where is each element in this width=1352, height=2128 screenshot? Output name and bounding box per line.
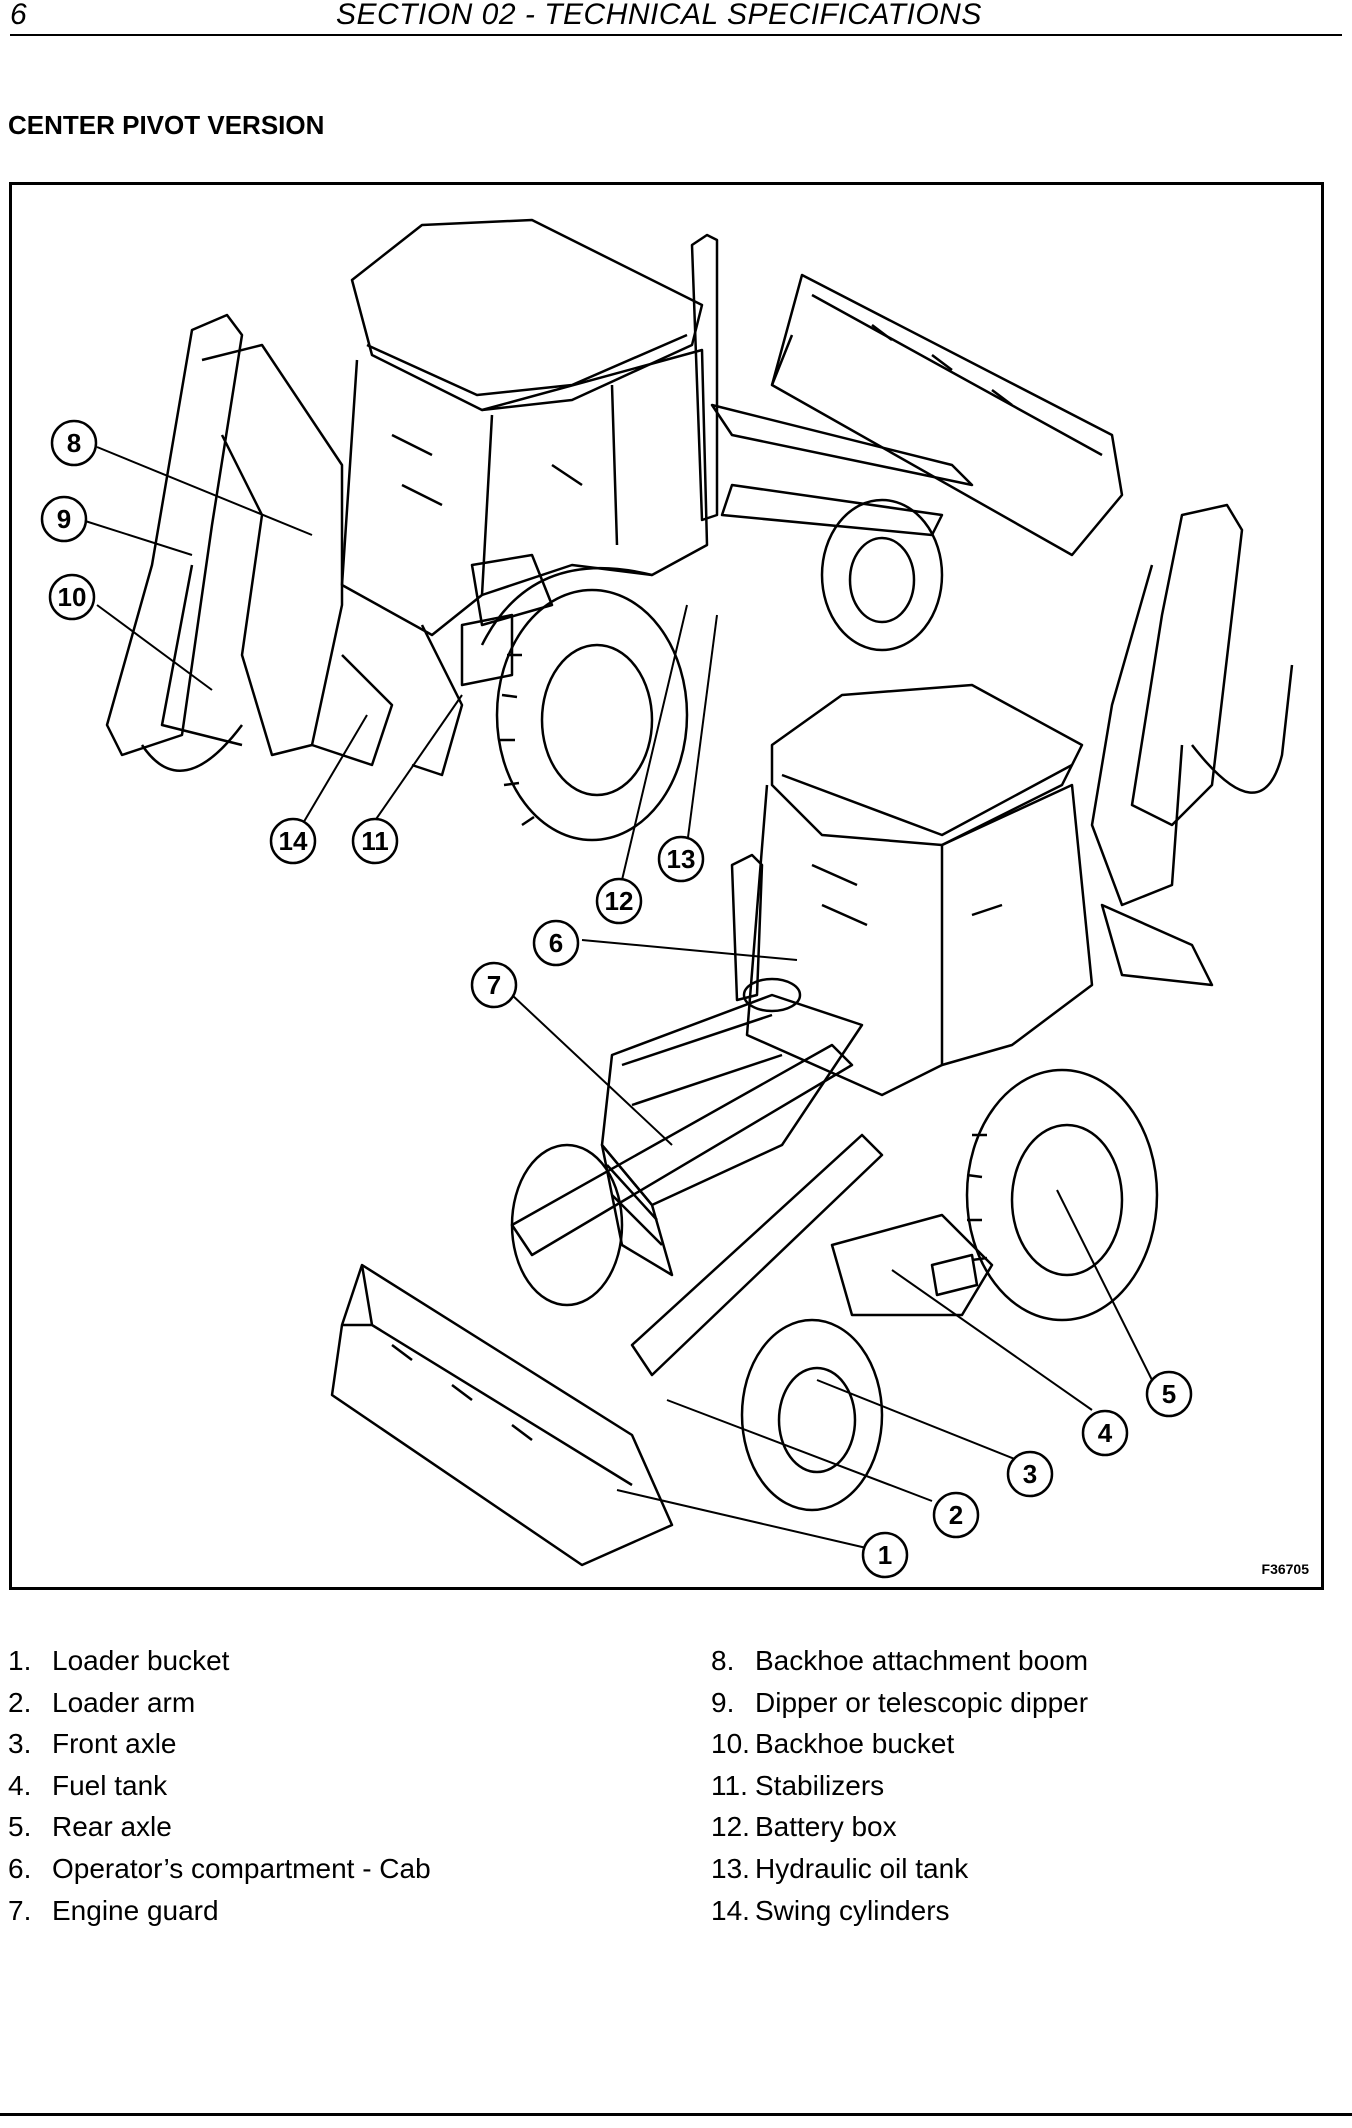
lower-front-bucket	[330, 1263, 674, 1567]
svg-text:12: 12	[605, 886, 634, 916]
callout-8: 8	[50, 419, 98, 467]
legend-label: Loader bucket	[52, 1645, 230, 1676]
callout-1: 1	[861, 1531, 909, 1579]
legend-label: Operator’s compartment - Cab	[52, 1852, 431, 1884]
svg-text:4: 4	[1098, 1418, 1113, 1448]
callout-6: 6	[532, 919, 580, 967]
lower-backhoe-dipper	[1130, 503, 1244, 827]
legend-label: Engine guard	[52, 1894, 219, 1926]
legend-item: 12.Battery box	[711, 1806, 1088, 1848]
callout-7: 7	[470, 961, 518, 1009]
legend-item: 3.Front axle	[8, 1723, 431, 1765]
page-header: 6 SECTION 02 - TECHNICAL SPECIFICATIONS	[10, 0, 1342, 36]
svg-text:5: 5	[1162, 1379, 1176, 1409]
svg-text:9: 9	[57, 504, 71, 534]
callout-9: 9	[40, 495, 88, 543]
legend-label: Dipper or telescopic dipper	[755, 1686, 1089, 1718]
callout-3: 3	[1006, 1450, 1054, 1498]
legend-item: 8.Backhoe attachment boom	[711, 1640, 1088, 1682]
upper-front-bucket	[770, 273, 1124, 557]
lower-left-front-wheel	[510, 1143, 624, 1307]
legend-item: 1.Loader bucket	[8, 1640, 431, 1682]
callout-11: 11	[351, 817, 399, 865]
legend-item: 2.Loader arm	[8, 1682, 431, 1724]
svg-text:3: 3	[1023, 1459, 1037, 1489]
legend-item: 10.Backhoe bucket	[711, 1723, 1088, 1765]
legend-item: 11.Stabilizers	[711, 1765, 1088, 1807]
legend-label: Stabilizers	[755, 1769, 885, 1801]
legend-left-column: 1.Loader bucket 2.Loader arm 3.Front axl…	[8, 1640, 431, 1931]
svg-text:14: 14	[279, 826, 308, 856]
legend-item: 14.Swing cylinders	[711, 1890, 1088, 1932]
callout-12: 12	[595, 877, 643, 925]
callout-4: 4	[1081, 1409, 1129, 1457]
legend-label: Swing cylinders	[755, 1894, 950, 1926]
legend-label: Backhoe bucket	[755, 1728, 955, 1760]
svg-text:7: 7	[487, 970, 501, 1000]
upper-cab-roof	[350, 218, 704, 412]
callout-10: 10	[48, 573, 96, 621]
version-title: CENTER PIVOT VERSION	[8, 110, 325, 140]
svg-text:1: 1	[878, 1540, 892, 1570]
legend-label: Hydraulic oil tank	[755, 1852, 969, 1884]
legend-item: 9.Dipper or telescopic dipper	[711, 1682, 1088, 1724]
svg-text:13: 13	[667, 844, 696, 874]
upper-front-wheel	[820, 498, 944, 652]
legend-label: Loader arm	[52, 1686, 196, 1718]
svg-text:10: 10	[58, 582, 87, 612]
lower-rear-wheel	[965, 1068, 1159, 1322]
section-title: SECTION 02 - TECHNICAL SPECIFICATIONS	[336, 0, 982, 31]
callout-13: 13	[657, 835, 705, 883]
lower-cab-roof	[770, 683, 1084, 847]
figure-code: F36705	[1261, 1561, 1309, 1577]
legend-right-column: 8.Backhoe attachment boom 9.Dipper or te…	[711, 1640, 1088, 1931]
page-number: 6	[10, 0, 27, 31]
svg-text:8: 8	[67, 428, 81, 458]
legend-label: Backhoe attachment boom	[755, 1645, 1089, 1676]
upper-backhoe-boom	[201, 343, 344, 757]
upper-rear-wheel	[495, 588, 689, 842]
callout-14: 14	[269, 817, 317, 865]
upper-cab-body	[340, 359, 494, 637]
footer-rule	[0, 2113, 1352, 2116]
legend-label: Front axle	[52, 1728, 177, 1760]
legend-item: 5.Rear axle	[8, 1806, 431, 1848]
callout-5: 5	[1145, 1370, 1193, 1418]
leader-lines	[81, 446, 1153, 1551]
upper-backhoe-dipper	[105, 313, 244, 757]
legend-item: 7.Engine guard	[8, 1890, 431, 1932]
legend-label: Fuel tank	[52, 1769, 168, 1801]
lower-backhoe-bucket	[1191, 664, 1294, 794]
svg-text:6: 6	[549, 928, 563, 958]
legend-label: Battery box	[755, 1811, 897, 1843]
callout-2: 2	[932, 1491, 980, 1539]
svg-text:11: 11	[361, 826, 389, 856]
legend-label: Rear axle	[52, 1811, 172, 1843]
machine-drawing: 8 9 10 14 11 13 12 6 7 5 4	[40, 218, 1294, 1579]
lower-front-wheel	[740, 1318, 884, 1512]
legend-item: 4.Fuel tank	[8, 1765, 431, 1807]
legend-item: 6.Operator’s compartment - Cab	[8, 1848, 431, 1890]
backhoe-illustration: 8 9 10 14 11 13 12 6 7 5 4	[9, 182, 1324, 1590]
svg-text:2: 2	[949, 1500, 963, 1530]
legend-item: 13.Hydraulic oil tank	[711, 1848, 1088, 1890]
lower-loader-arm	[510, 1043, 854, 1257]
lower-cab-body	[745, 784, 944, 1097]
lower-fuel-tank	[830, 1213, 994, 1317]
